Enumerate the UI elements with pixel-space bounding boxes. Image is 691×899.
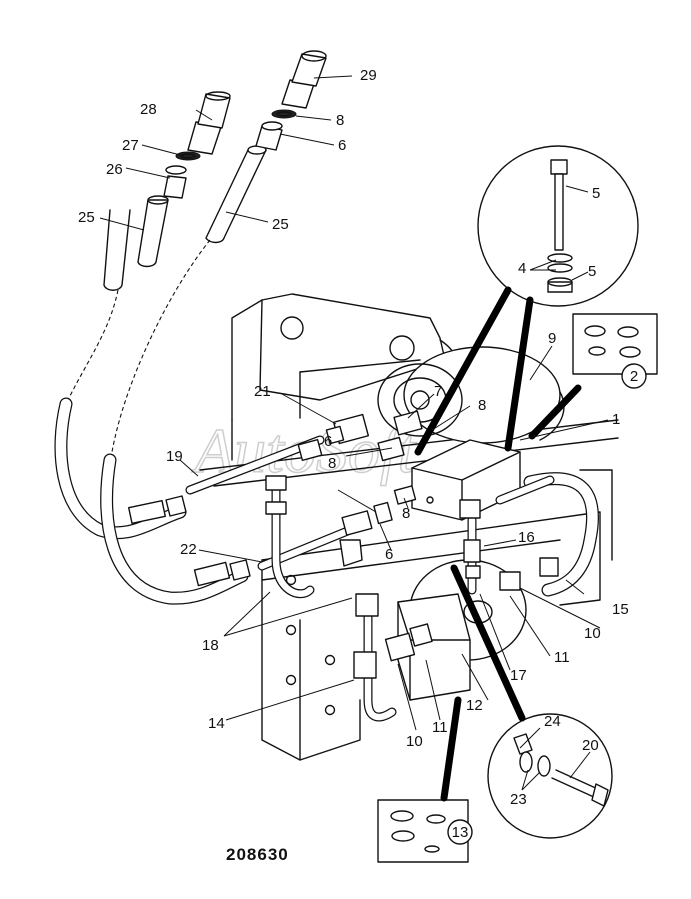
callout-14: 14 — [208, 715, 225, 732]
callout-22: 24 — [544, 713, 561, 730]
callout-6-top: 6 — [338, 137, 346, 154]
exploded-hose-fittings — [103, 50, 327, 291]
callout-25-right: 25 — [272, 216, 289, 233]
seal-kit-box-bottom: 13 — [377, 799, 473, 863]
inset-bolt-assembly — [477, 145, 639, 307]
lower-pump — [397, 559, 527, 701]
callout-11-low: 11 — [432, 719, 448, 736]
callout-8-low: 8 — [402, 505, 410, 522]
callout-15: 15 — [612, 601, 629, 618]
callout-16: 16 — [518, 529, 535, 546]
seal-kit-box-top: 2 — [572, 313, 658, 389]
callout-10-low: 10 — [406, 733, 423, 750]
callout-12: 12 — [466, 697, 483, 714]
hose-assemblies — [54, 239, 599, 605]
callout-4: 4 — [518, 260, 526, 277]
callout-6-low: 6 — [385, 546, 393, 563]
callout-18: 18 — [202, 637, 219, 654]
callout-8-mid: 8 — [478, 397, 486, 414]
callout-24: 22 — [180, 541, 197, 558]
mounting-bracket — [231, 293, 456, 761]
callout-20: 20 — [582, 737, 599, 754]
callout-27: 27 — [122, 137, 139, 154]
callout-5-bolt: 5 — [592, 185, 600, 202]
hose-end-fittings — [128, 495, 251, 587]
leader-lines — [99, 75, 609, 791]
callout-23: 21 — [254, 383, 271, 400]
pipes — [185, 435, 555, 722]
seal-kit-bottom-label: 13 — [452, 824, 469, 841]
callout-11-right: 11 — [554, 649, 570, 666]
drawing-number: 208630 — [226, 845, 289, 864]
link-bands — [414, 286, 582, 802]
callout-6-mid: 6 — [324, 433, 332, 450]
callout-10-right: 10 — [584, 625, 601, 642]
seal-kit-top-label: 2 — [630, 368, 638, 385]
callout-21: 23 — [510, 791, 527, 808]
callout-26: 26 — [106, 161, 123, 178]
callout-19: 19 — [166, 448, 183, 465]
callout-5-nut: 5 — [588, 263, 596, 280]
callout-8-top: 8 — [336, 112, 344, 129]
callout-8-left: 8 — [328, 455, 336, 472]
callout-7: 7 — [434, 383, 442, 400]
adaptor-fittings — [265, 410, 559, 679]
callout-25-left: 25 — [78, 209, 95, 226]
callout-28: 28 — [140, 101, 157, 118]
callout-labels: 29 28 27 26 25 25 8 6 5 4 5 9 1 21 7 8 6… — [78, 67, 629, 808]
inset-bolt-assembly-lower — [487, 713, 613, 839]
callout-17: 17 — [510, 667, 527, 684]
callout-9: 9 — [548, 330, 556, 347]
callout-1: 1 — [612, 411, 620, 428]
callout-29: 29 — [360, 67, 377, 84]
